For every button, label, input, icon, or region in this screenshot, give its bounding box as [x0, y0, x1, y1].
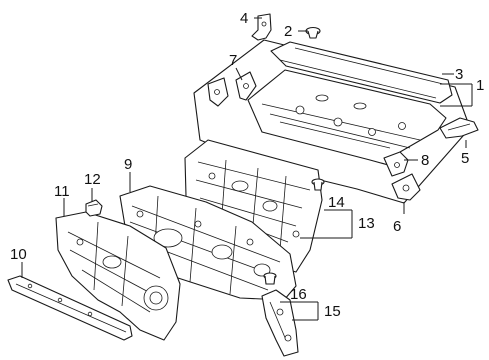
callout-5: 5: [461, 150, 469, 167]
callout-9: 9: [124, 156, 132, 173]
callout-10: 10: [10, 246, 27, 263]
callout-labels: 1 2 3 4 5 6 7 8 9 10 11 12 13 14 15 16: [10, 10, 484, 320]
callout-3: 3: [455, 66, 463, 83]
part-12-block: [85, 199, 103, 217]
dash-insulator: [184, 139, 323, 273]
callout-15: 15: [324, 303, 341, 320]
part-2-grommet: [305, 26, 321, 39]
callout-4: 4: [240, 10, 248, 27]
part-10-brace: [7, 275, 133, 341]
callout-8: 8: [421, 152, 429, 169]
callout-14: 14: [328, 194, 345, 211]
callout-6: 6: [393, 218, 401, 235]
insulator-clip: [311, 178, 325, 191]
callout-16: 16: [290, 286, 307, 303]
part-5-extension: [439, 117, 479, 139]
leader-lines: [21, 17, 473, 321]
callout-13: 13: [358, 215, 375, 232]
callout-7: 7: [229, 52, 237, 69]
part-16-nut: [263, 272, 277, 285]
callout-12: 12: [84, 171, 101, 188]
callout-1: 1: [476, 77, 484, 94]
callout-11: 11: [54, 183, 70, 200]
part-15-bracket: [261, 289, 299, 357]
cowl-lower-body: [247, 69, 447, 167]
callout-2: 2: [284, 23, 292, 40]
cowl-top-cover: [270, 41, 453, 104]
dash-panel: [119, 185, 297, 301]
dash-silencer: [55, 211, 181, 341]
part-4-bracket: [251, 13, 272, 41]
